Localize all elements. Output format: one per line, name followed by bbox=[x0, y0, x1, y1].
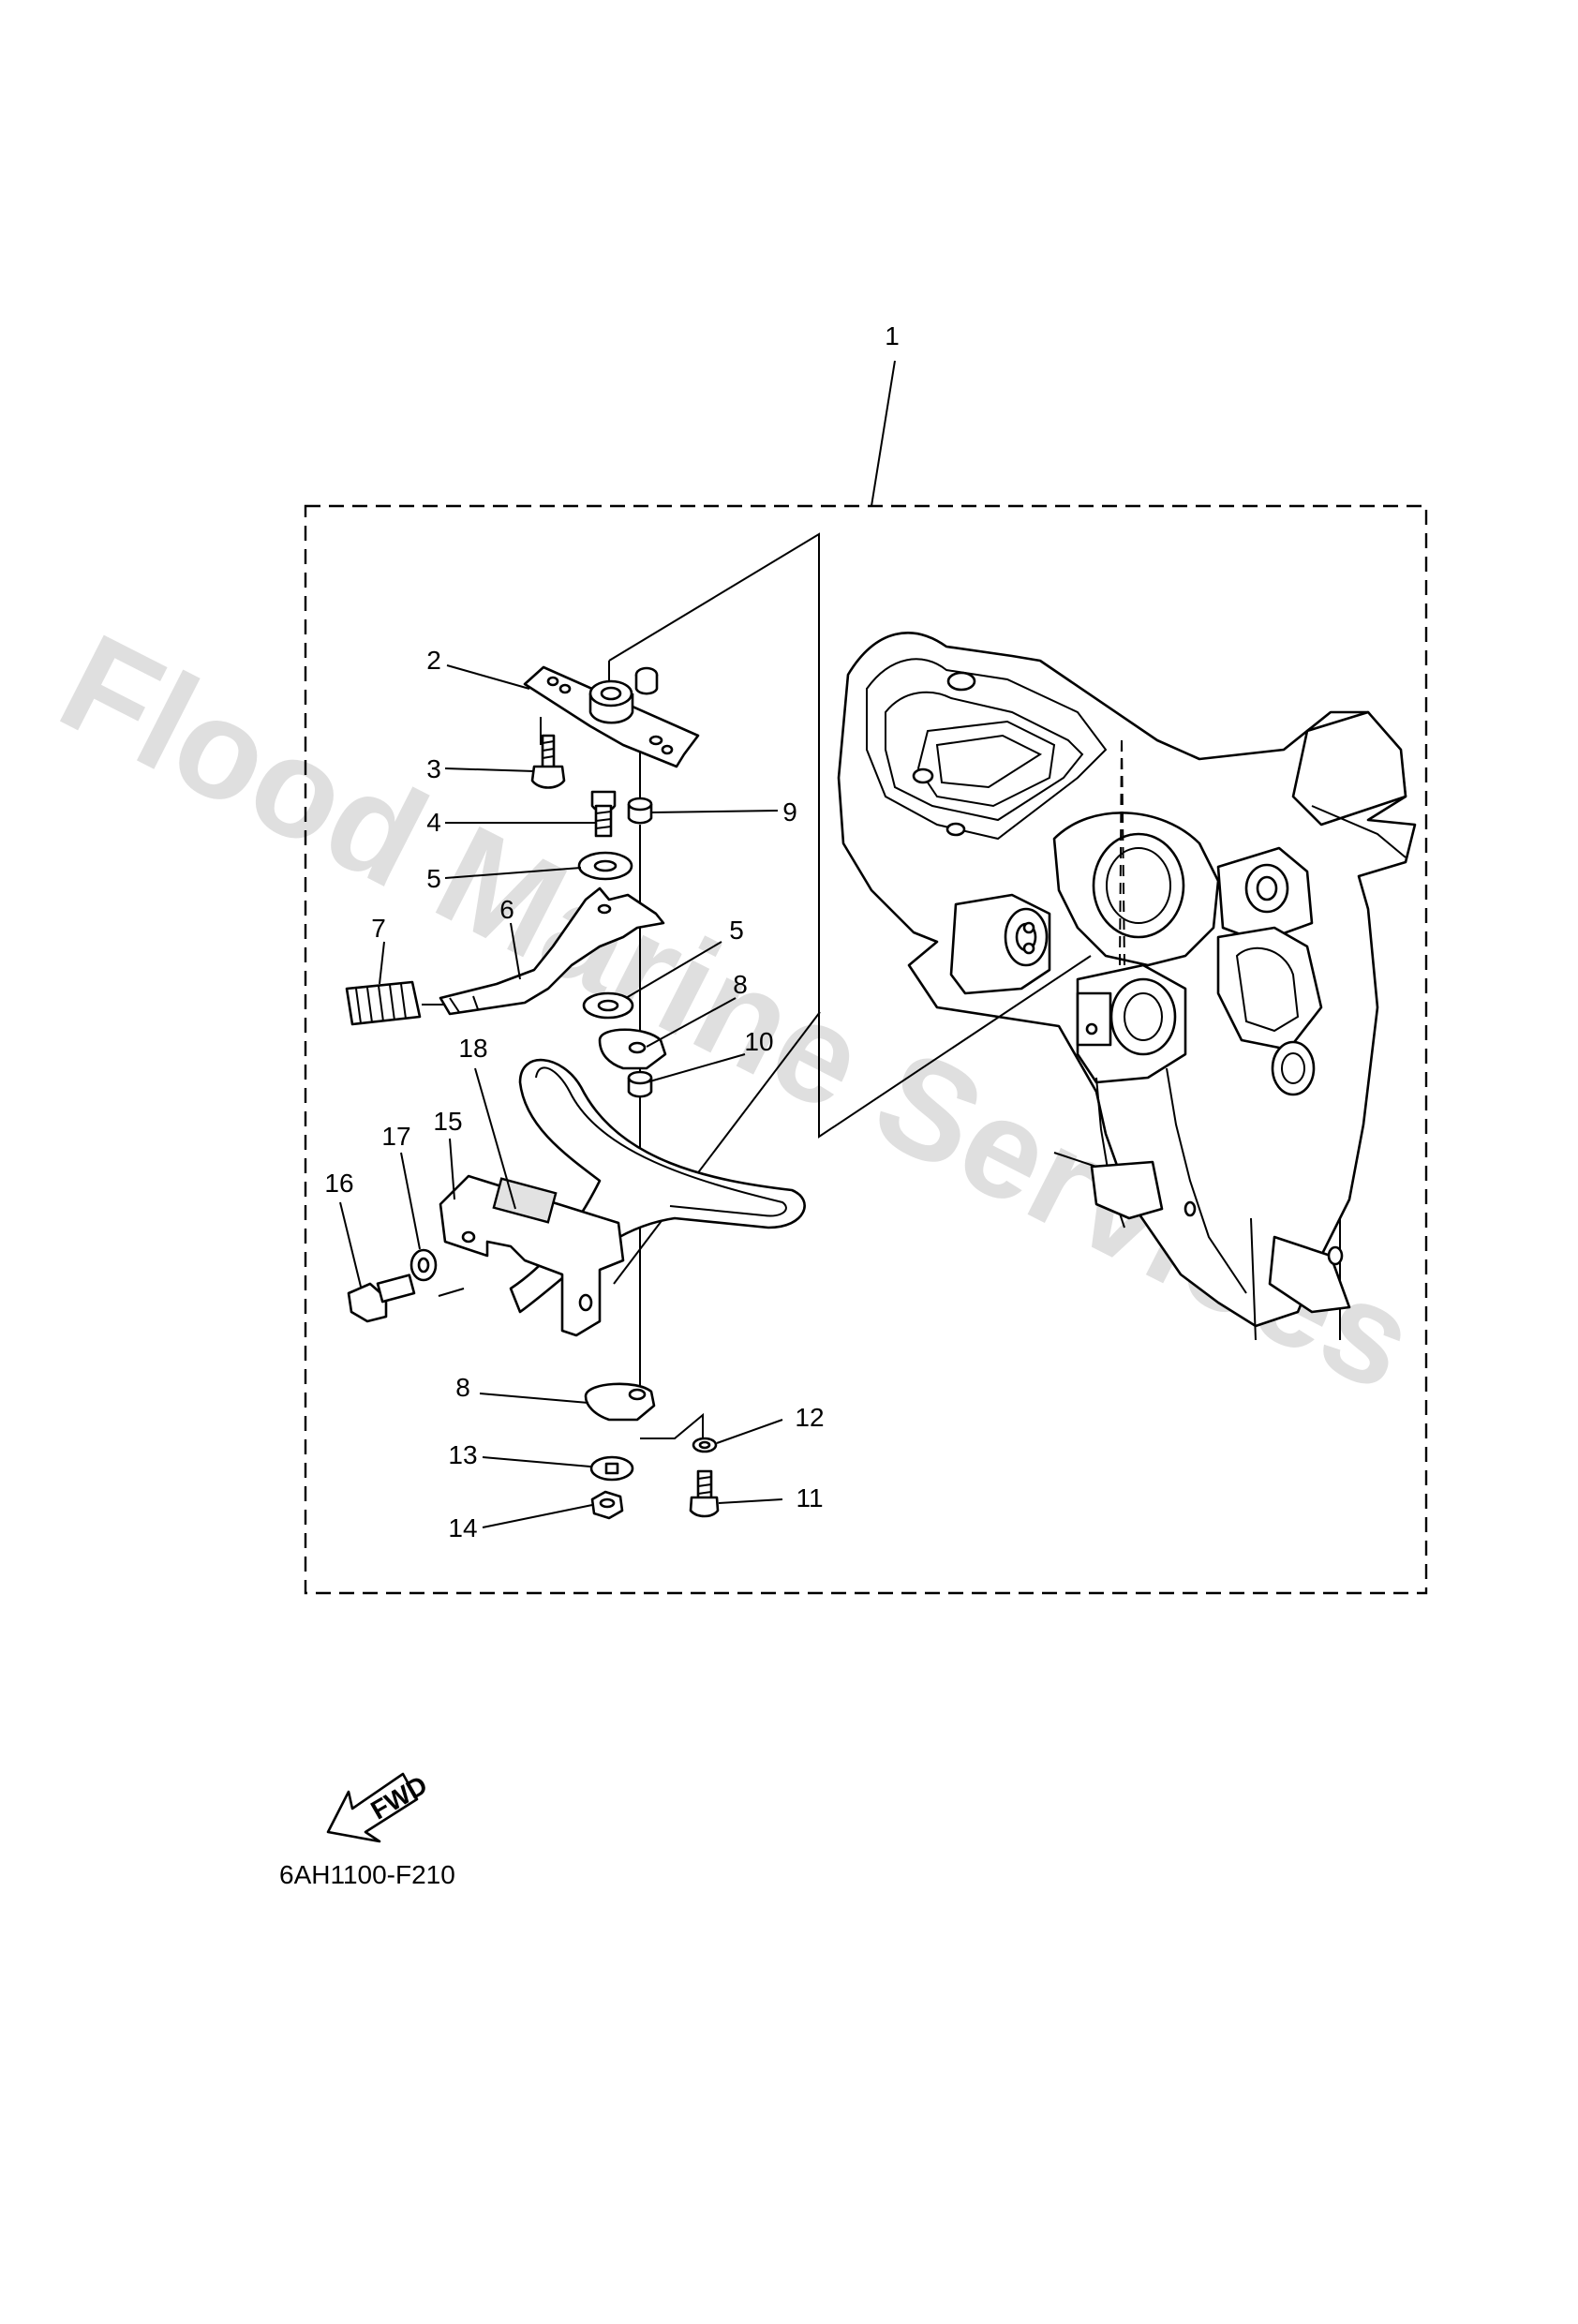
callout-7: 7 bbox=[371, 914, 386, 943]
callout-16: 16 bbox=[324, 1169, 353, 1198]
part-2-plate bbox=[523, 665, 700, 768]
callout-9: 9 bbox=[782, 797, 797, 827]
part-5-washer-upper bbox=[577, 851, 633, 881]
part-9-collar bbox=[627, 797, 653, 825]
callout-12: 12 bbox=[795, 1403, 824, 1432]
part-10-collar bbox=[627, 1070, 653, 1098]
part-11-screw bbox=[689, 1469, 720, 1518]
part-17-washer bbox=[409, 1248, 438, 1282]
part-6-lever bbox=[439, 886, 665, 1016]
callout-5b: 5 bbox=[729, 916, 744, 945]
callout-11: 11 bbox=[796, 1483, 823, 1512]
callout-10: 10 bbox=[744, 1027, 773, 1056]
callout-labels: 1 2 3 4 5 5 6 7 8 8 9 10 11 12 13 14 15 … bbox=[324, 321, 899, 1542]
callout-5a: 5 bbox=[426, 864, 441, 893]
drawing-code: 6AH1100-F210 bbox=[279, 1860, 455, 1889]
part-13-washer bbox=[589, 1455, 634, 1482]
part-3-bolt bbox=[530, 734, 566, 789]
callout-8b: 8 bbox=[455, 1373, 470, 1402]
assembly-frame bbox=[304, 504, 1428, 1595]
leaders bbox=[339, 664, 783, 1528]
callout-6: 6 bbox=[499, 895, 514, 924]
callout-14: 14 bbox=[448, 1513, 477, 1542]
clamp-bracket-drawing bbox=[837, 632, 1417, 1341]
callout-13: 13 bbox=[448, 1440, 477, 1469]
part-8-bushing-upper bbox=[598, 1028, 667, 1070]
callout-2: 2 bbox=[426, 646, 441, 675]
callout-8a: 8 bbox=[733, 970, 748, 999]
part-16-bolt bbox=[347, 1274, 416, 1323]
part-4-bolt bbox=[590, 790, 617, 838]
leader-1 bbox=[871, 360, 896, 507]
fwd-arrow-icon: FWD bbox=[326, 1770, 432, 1843]
callout-17: 17 bbox=[381, 1122, 410, 1151]
part-7-grip bbox=[345, 980, 422, 1026]
callout-15: 15 bbox=[433, 1107, 462, 1136]
part-14-nut bbox=[590, 1490, 624, 1520]
part-8-bushing-lower bbox=[584, 1382, 656, 1422]
callout-3: 3 bbox=[426, 754, 441, 783]
part-5-washer-lower bbox=[582, 991, 634, 1020]
part-12-washer bbox=[692, 1437, 718, 1453]
callout-4: 4 bbox=[426, 808, 441, 837]
callout-1: 1 bbox=[885, 321, 900, 350]
callout-18: 18 bbox=[458, 1034, 487, 1063]
